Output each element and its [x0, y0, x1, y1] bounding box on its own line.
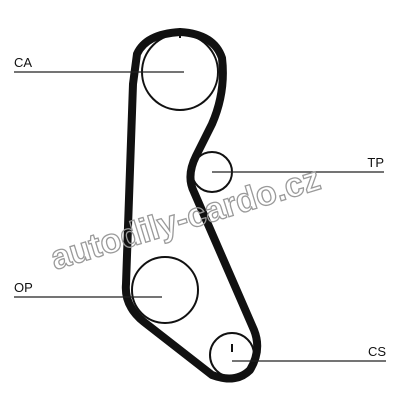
label-tp: TP — [367, 155, 384, 170]
label-ca: CA — [14, 55, 32, 70]
pulley-op — [131, 256, 199, 324]
timing-belt — [121, 28, 262, 383]
label-cs: CS — [368, 344, 386, 359]
watermark-text: autodily-cardo.cz — [46, 160, 325, 278]
pulley-cs — [209, 332, 255, 378]
label-op: OP — [14, 280, 33, 295]
